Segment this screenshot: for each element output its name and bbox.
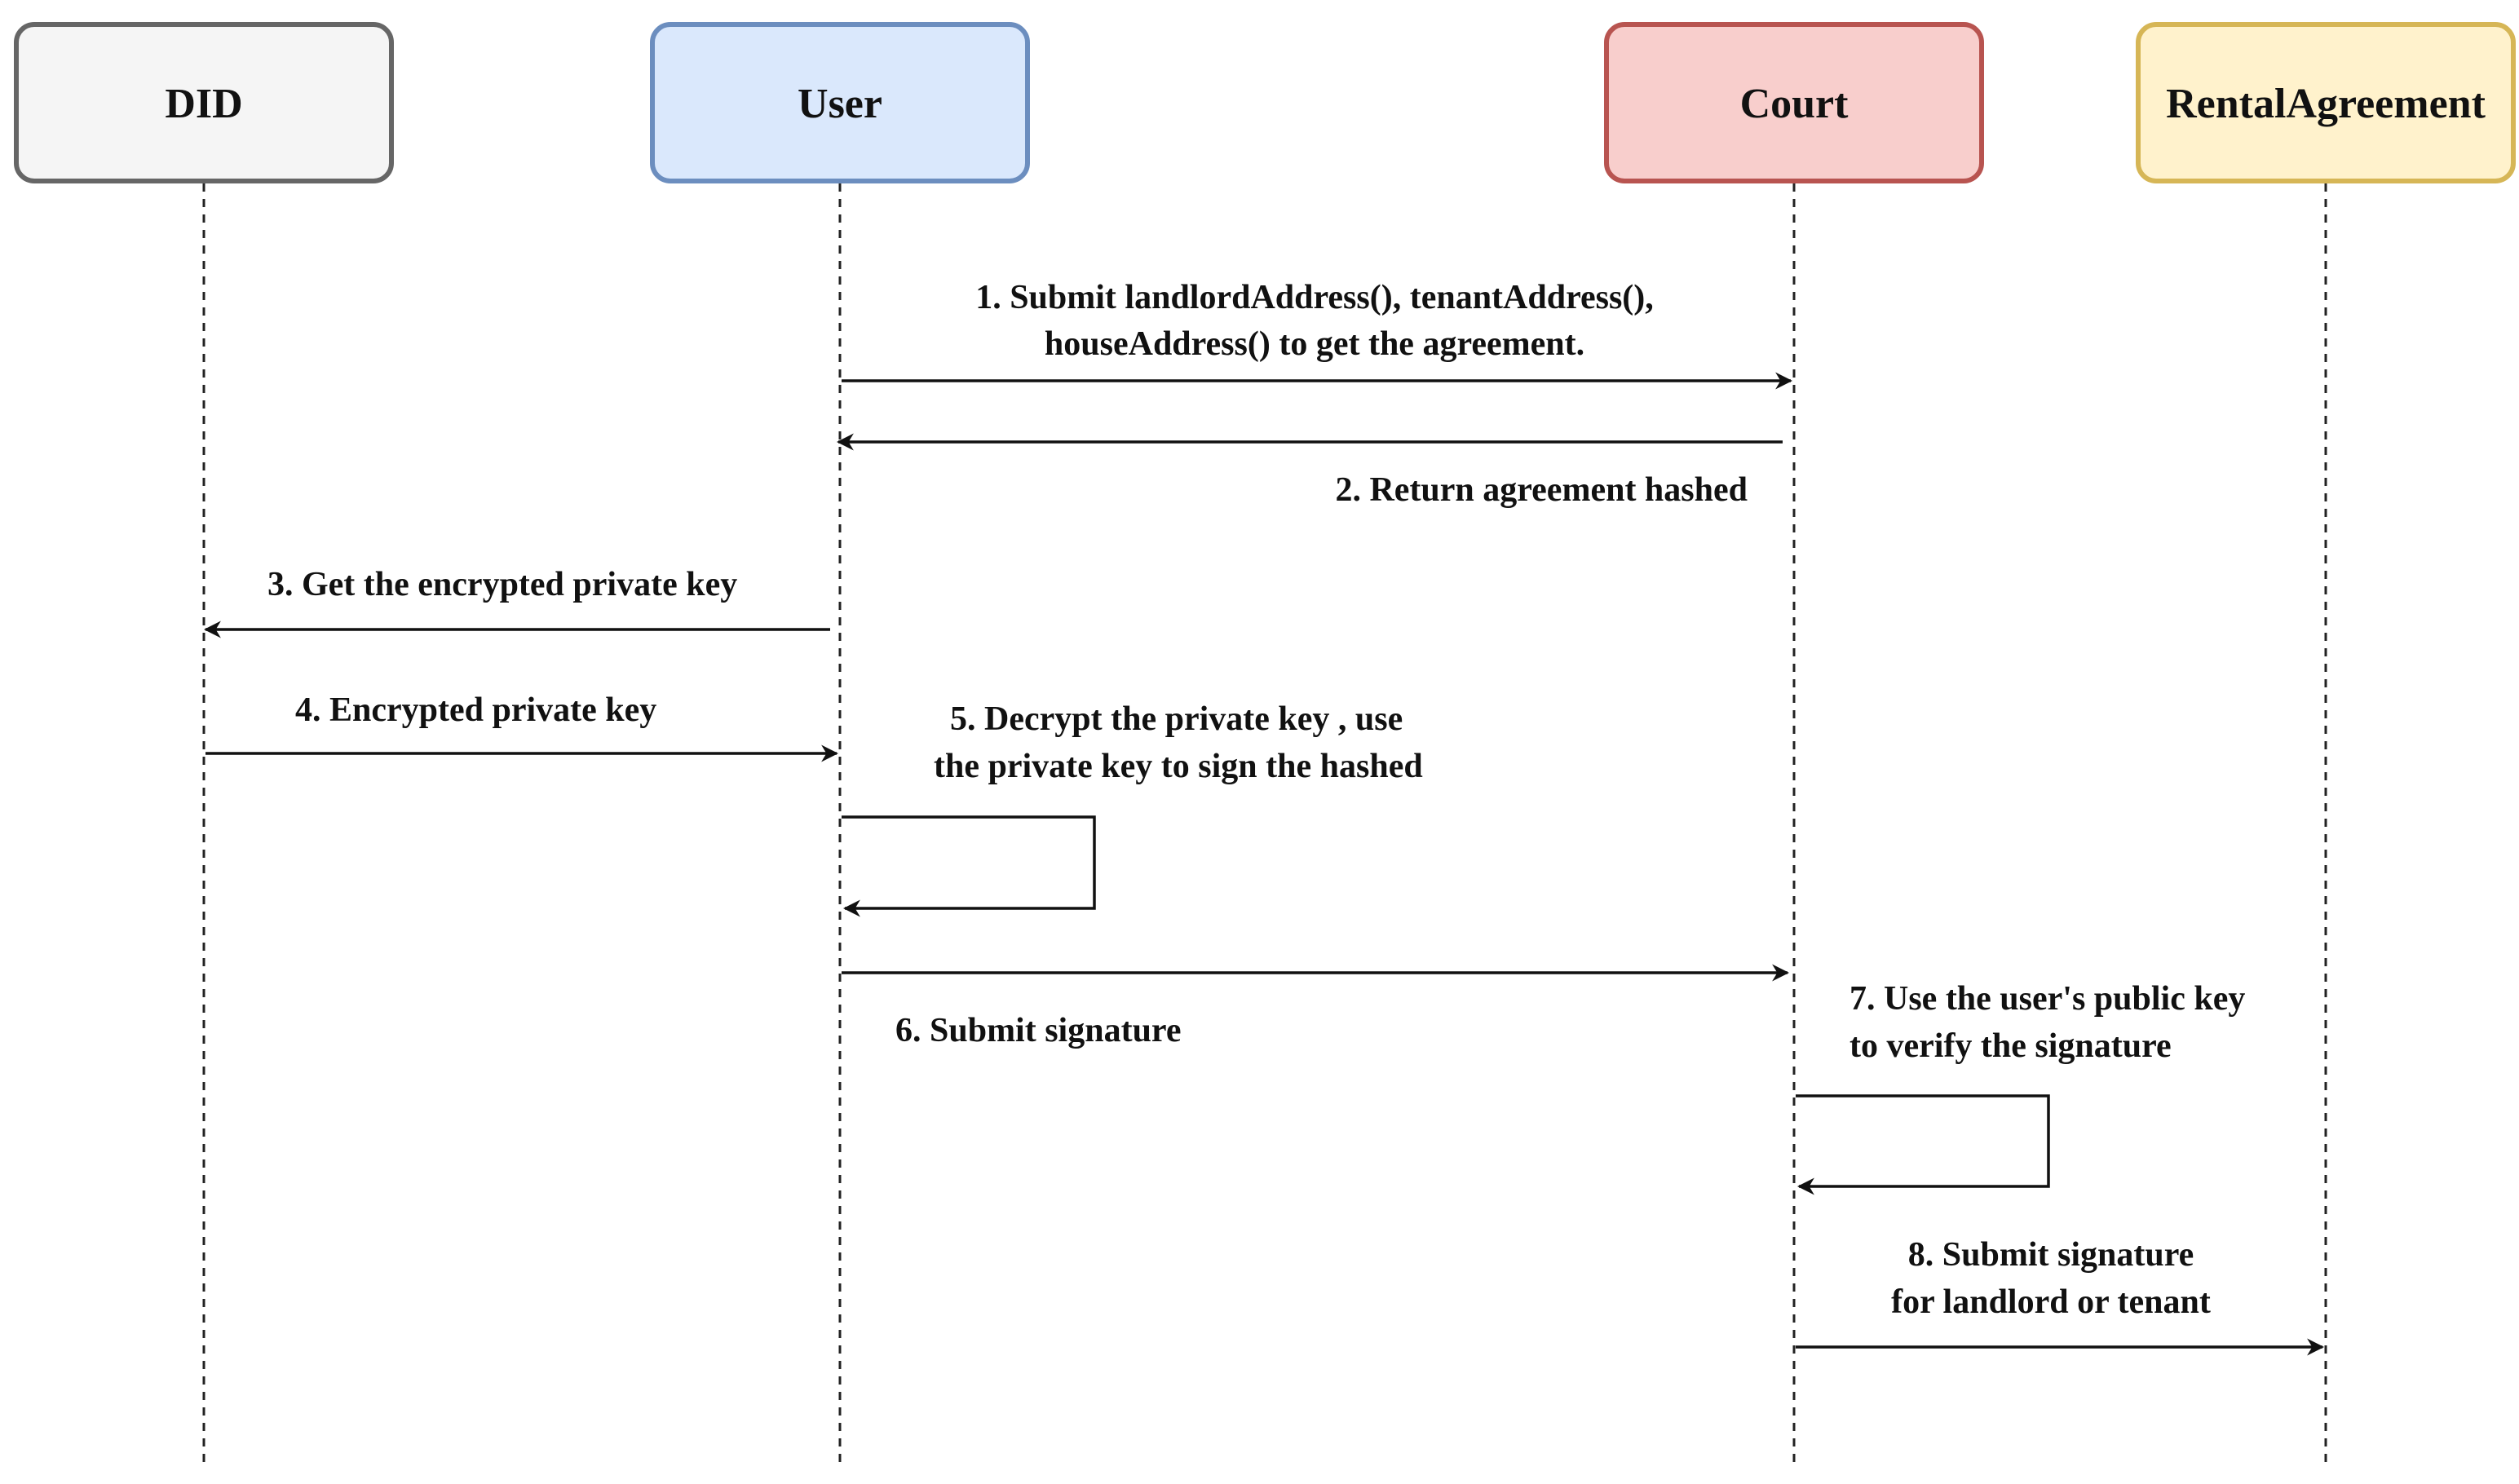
message-7-label-line-2: to verify the signature bbox=[1849, 1027, 2172, 1065]
actor-court-label: Court bbox=[1740, 81, 1849, 127]
message-8: 8. Submit signature for landlord or tena… bbox=[1796, 1236, 2325, 1356]
message-8-label-line-1: 8. Submit signature bbox=[1908, 1236, 2194, 1274]
message-7-self-arrow bbox=[1796, 1094, 2050, 1195]
message-3: 3. Get the encrypted private key bbox=[203, 566, 830, 638]
actor-did-box bbox=[14, 22, 394, 183]
actor-rental-agreement-box bbox=[2136, 22, 2516, 183]
message-8-label-line-2: for landlord or tenant bbox=[1891, 1283, 2211, 1321]
message-3-label: 3. Get the encrypted private key bbox=[267, 566, 737, 603]
message-1: 1. Submit landlordAddress(), tenantAddre… bbox=[842, 279, 1793, 390]
message-4-label: 4. Encrypted private key bbox=[295, 691, 656, 729]
actor-user: User bbox=[650, 22, 1030, 183]
message-6: 6. Submit signature bbox=[842, 964, 1790, 1049]
actor-court: Court bbox=[1604, 22, 1984, 183]
message-4: 4. Encrypted private key bbox=[205, 691, 839, 762]
message-6-label: 6. Submit signature bbox=[895, 1012, 1181, 1049]
message-5: 5. Decrypt the private key , use the pri… bbox=[842, 700, 1423, 917]
actor-user-box bbox=[650, 22, 1030, 183]
message-2: 2. Return agreement hashed bbox=[836, 433, 1783, 509]
actor-did-label: DID bbox=[165, 81, 242, 127]
actor-user-label: User bbox=[798, 81, 882, 127]
message-1-label-line-2: houseAddress() to get the agreement. bbox=[1045, 325, 1584, 363]
message-5-label-line-2: the private key to sign the hashed bbox=[934, 748, 1423, 785]
actor-did: DID bbox=[14, 22, 394, 183]
actor-court-box bbox=[1604, 22, 1984, 183]
actor-rental-agreement: RentalAgreement bbox=[2136, 22, 2516, 183]
message-1-label-line-1: 1. Submit landlordAddress(), tenantAddre… bbox=[975, 279, 1654, 316]
message-7: 7. Use the user's public key to verify t… bbox=[1796, 980, 2245, 1195]
actor-rental-agreement-label: RentalAgreement bbox=[2166, 81, 2486, 127]
message-5-label-line-1: 5. Decrypt the private key , use bbox=[950, 700, 1403, 738]
message-7-label-line-1: 7. Use the user's public key bbox=[1849, 980, 2245, 1018]
message-5-self-arrow bbox=[842, 815, 1096, 917]
message-2-label: 2. Return agreement hashed bbox=[1335, 471, 1748, 509]
